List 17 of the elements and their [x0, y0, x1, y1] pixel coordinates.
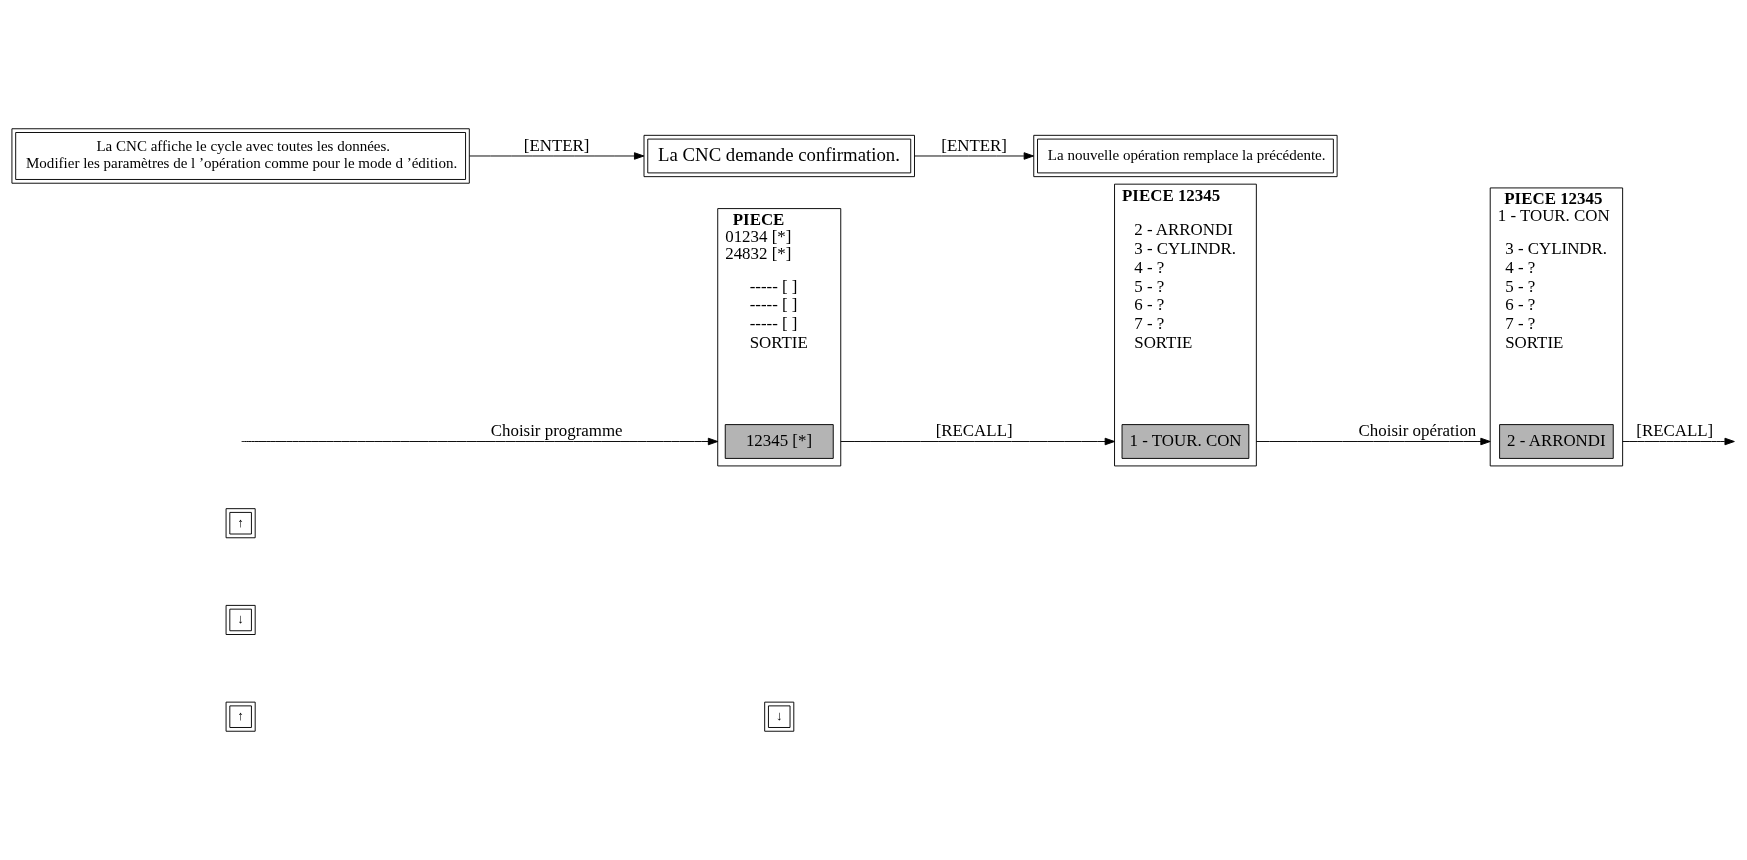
edge-label: Choisir opération: [1358, 421, 1477, 441]
edge-label: [RECALL]: [1636, 421, 1714, 441]
edge-label: [ENTER]: [523, 135, 590, 155]
arrow: [469, 152, 645, 160]
node-box: 12345 [*]: [724, 424, 834, 459]
arrow: [914, 152, 1034, 160]
node-box: 2 - ARRONDI: [1499, 424, 1614, 459]
arrow: [1622, 437, 1735, 446]
arrow: [1255, 437, 1491, 446]
arrow: [840, 437, 1115, 446]
node-box: La nouvelle opération remplace la précédente.: [1033, 134, 1338, 178]
edge-label: Choisir programme: [490, 421, 623, 441]
node-box: 1 - TOUR. CON: [1121, 424, 1250, 459]
arrow: [241, 437, 719, 446]
node-box: ↑: [225, 701, 256, 732]
edge-label: [ENTER]: [941, 135, 1007, 155]
edge-label: [RECALL]: [935, 421, 1013, 441]
